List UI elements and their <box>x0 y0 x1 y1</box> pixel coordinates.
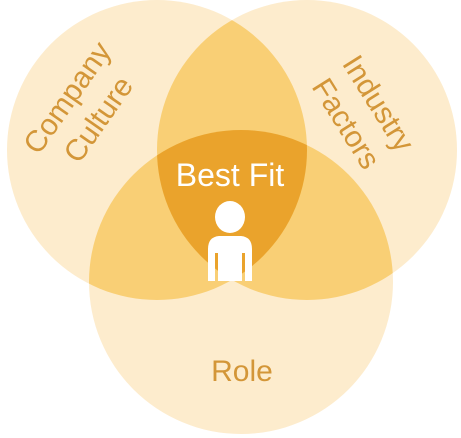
center-label: Best Fit <box>176 157 285 193</box>
label-role: Role <box>211 355 273 388</box>
person-icon <box>208 201 252 281</box>
